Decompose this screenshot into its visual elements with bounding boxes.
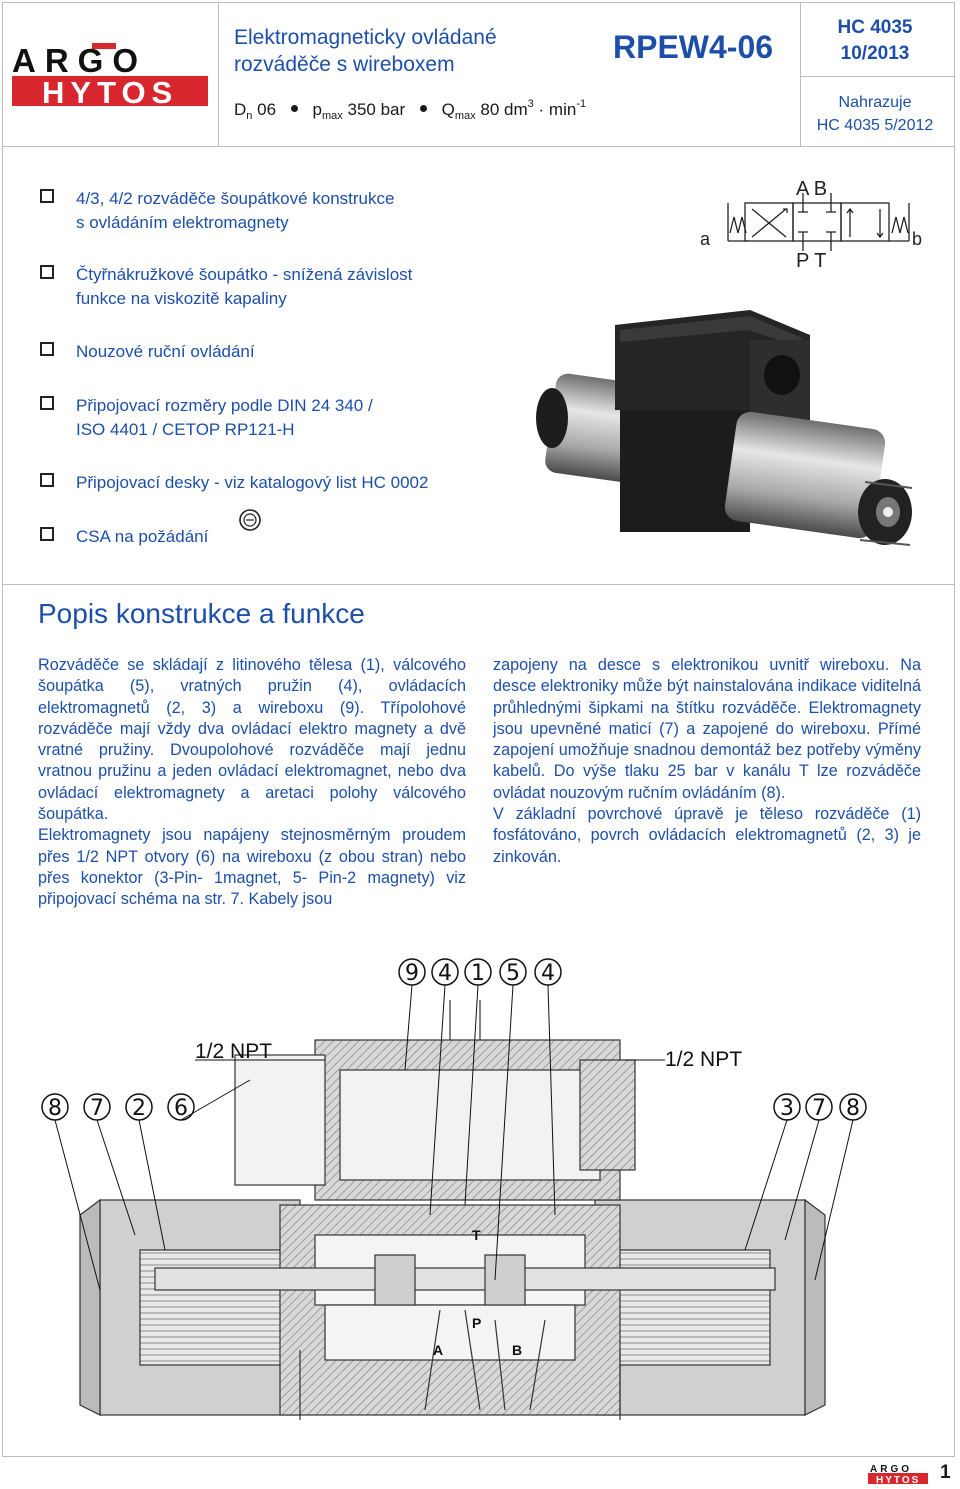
svg-text:b: b (912, 229, 922, 249)
description-right-column: zapojeny na desce s elektronikou uvnitř … (493, 655, 921, 868)
logo-divider (218, 2, 219, 146)
bullet-icon (290, 105, 298, 112)
q-sup: 3 (527, 98, 534, 110)
paragraph: zapojeny na desce s elektronikou uvnitř … (493, 656, 921, 802)
valve-product-photo (520, 300, 920, 555)
callout-8: 8 (48, 1096, 62, 1121)
hc-code: HC 4035 10/2013 (800, 15, 950, 67)
argo-hytos-logo: ARGO HYTOS (12, 40, 208, 111)
svg-text:ARGO: ARGO (12, 42, 147, 79)
code-divider-h (800, 76, 955, 77)
callout-2: 2 (132, 1096, 146, 1121)
replaces-block: Nahrazuje HC 4035 5/2012 (800, 91, 950, 137)
svg-text:A B: A B (796, 178, 827, 200)
port-b-label: B (512, 1342, 522, 1358)
npt-left-label: 1/2 NPT (195, 1040, 272, 1063)
hydraulic-symbol: a b A B P T (690, 175, 930, 275)
replaces-label: Nahrazuje (838, 94, 912, 111)
checkbox-icon (40, 473, 54, 487)
checkbox-icon (40, 342, 54, 356)
port-p-label: P (472, 1315, 481, 1331)
svg-text:P T: P T (796, 250, 826, 270)
q-label: Q (441, 100, 455, 119)
feature-line: Čtyřnákružkové šoupátko - snížená závisl… (76, 265, 413, 284)
page-frame (2, 2, 955, 1457)
port-t-label: T (472, 1227, 481, 1243)
callout-7b: 7 (812, 1096, 826, 1121)
p-label: p (312, 100, 322, 119)
callout-4: 4 (438, 961, 452, 986)
svg-text:HYTOS: HYTOS (876, 1475, 920, 1484)
title-line-1: Elektromagneticky ovládané (234, 26, 497, 49)
code-divider (800, 2, 801, 146)
feature-line: Nouzové ruční ovládání (76, 342, 255, 361)
q-unit-sup: -1 (576, 98, 587, 110)
callout-6: 6 (174, 1096, 188, 1121)
q-sub: max (454, 110, 476, 122)
feature-line: CSA na požádání (76, 527, 209, 546)
feature-line: funkce na viskozitě kapaliny (76, 289, 287, 308)
valve-cross-section-drawing: 9 4 1 5 4 8 7 2 6 3 7 8 (25, 950, 930, 1435)
dn-sub: n (246, 110, 253, 122)
csa-mark-icon (238, 508, 262, 537)
features-divider (2, 584, 955, 585)
hc-date: 10/2013 (840, 43, 910, 64)
feature-line: ISO 4401 / CETOP RP121-H (76, 420, 295, 439)
callout-9: 9 (405, 961, 419, 986)
header-divider (2, 146, 955, 147)
q-unit: min (548, 100, 577, 119)
paragraph: V základní povrchové úpravě je těleso ro… (493, 805, 921, 866)
feature-line: s ovládáním elektromagnety (76, 213, 289, 232)
title-line-2: rozváděče s wireboxem (234, 53, 455, 76)
section-title: Popis konstrukce a funkce (38, 598, 365, 629)
port-a-label: A (433, 1342, 443, 1358)
q-value: 80 dm (480, 100, 528, 119)
callout-5: 5 (506, 961, 520, 986)
dn-label: D (234, 100, 247, 119)
callout-1: 1 (471, 961, 485, 986)
document-title: Elektromagneticky ovládané rozváděče s w… (234, 24, 594, 78)
description-left-column: Rozváděče se skládají z litinového těles… (38, 655, 466, 911)
dn-value: 06 (257, 100, 277, 119)
footer-logo: ARGO HYTOS (868, 1462, 928, 1489)
checkbox-icon (40, 527, 54, 541)
replaces-value: HC 4035 5/2012 (816, 117, 934, 134)
checkbox-icon (40, 189, 54, 203)
svg-text:HYTOS: HYTOS (42, 75, 178, 106)
checkbox-icon (40, 265, 54, 279)
callout-3: 3 (780, 1096, 794, 1121)
bullet-icon (419, 105, 427, 112)
svg-text:ARGO: ARGO (870, 1464, 912, 1475)
callout-7: 7 (90, 1096, 104, 1121)
hc-number: HC 4035 (837, 17, 913, 38)
paragraph: Elektromagnety jsou napájeny stejnosměrn… (38, 826, 466, 909)
npt-right-label: 1/2 NPT (665, 1048, 742, 1071)
q-dot: · (538, 100, 545, 119)
p-value: 350 bar (347, 100, 406, 119)
callout-4b: 4 (541, 961, 555, 986)
feature-line: 4/3, 4/2 rozváděče šoupátkové konstrukce (76, 189, 395, 208)
page-number: 1 (940, 1462, 951, 1483)
svg-text:a: a (700, 229, 711, 249)
spec-params: Dn 06 pmax 350 bar Qmax 80 dm3 · min-1 (234, 98, 586, 122)
feature-line: Připojovací desky - viz katalogový list … (76, 473, 429, 492)
feature-line: Připojovací rozměry podle DIN 24 340 / (76, 396, 373, 415)
p-sub: max (322, 110, 343, 122)
callout-8b: 8 (846, 1096, 860, 1121)
type-code: RPEW4-06 (613, 29, 774, 65)
paragraph: Rozváděče se skládají z litinového těles… (38, 656, 466, 824)
checkbox-icon (40, 396, 54, 410)
